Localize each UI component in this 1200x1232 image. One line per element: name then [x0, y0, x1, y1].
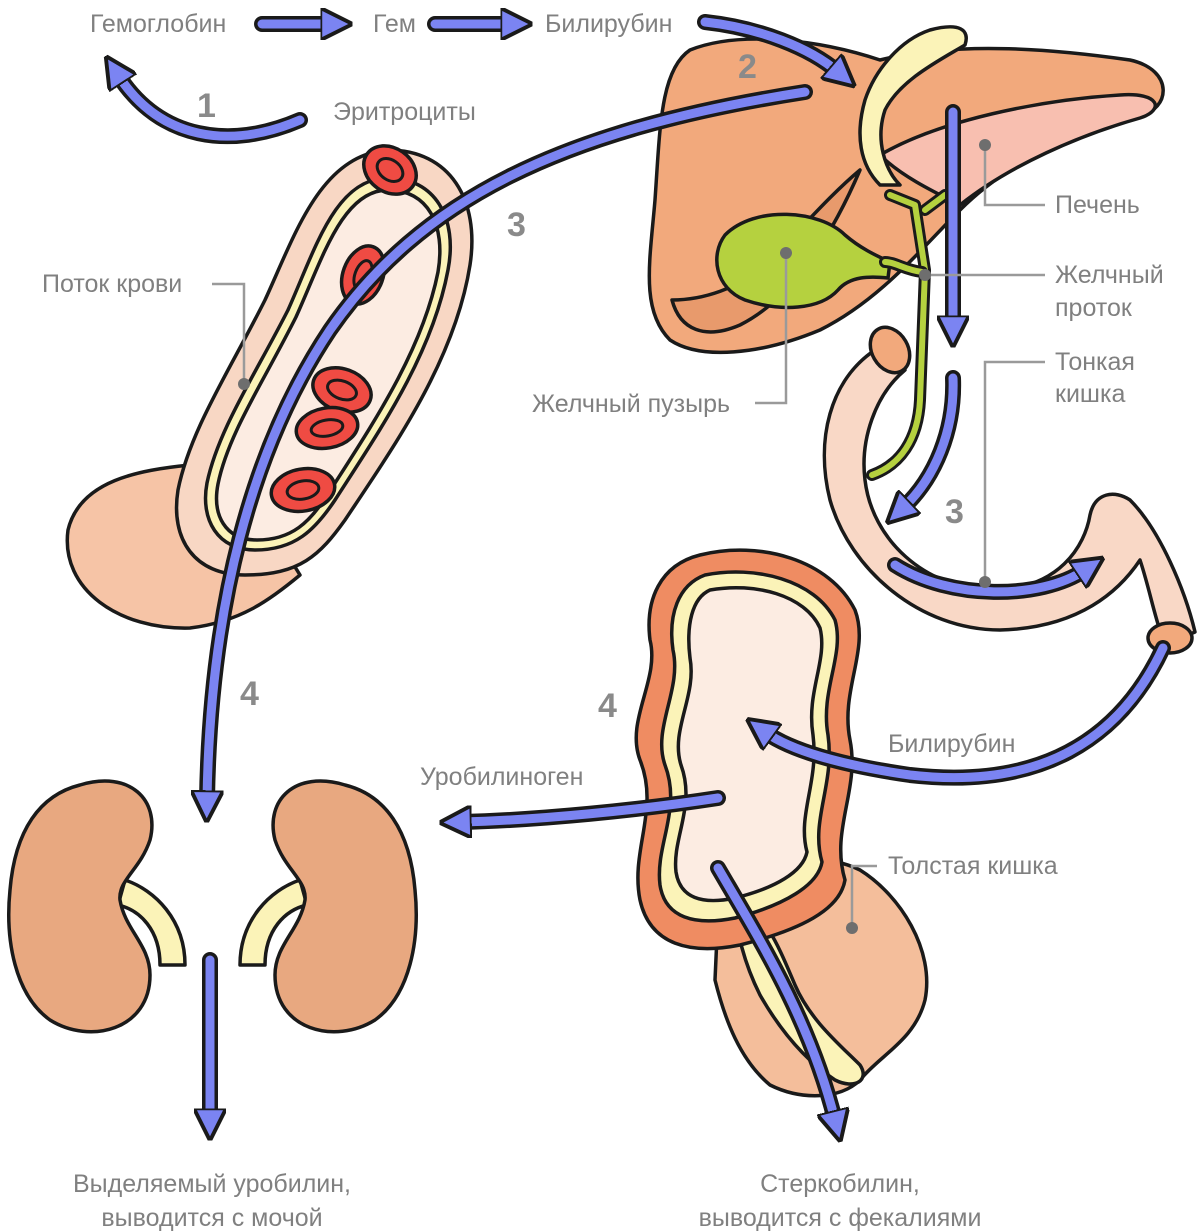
step-4-kidney: 4 [240, 675, 259, 713]
label-bilirubin-bottom: Билирубин [888, 730, 1015, 758]
arrow-urobilinogen [462, 790, 726, 822]
bile-duct [866, 189, 951, 481]
label-small-intestine-1: Тонкая [1055, 348, 1135, 376]
small-intestine [822, 325, 1197, 655]
step-2: 2 [738, 48, 757, 86]
large-intestine [634, 548, 929, 1098]
step-3-blood: 3 [507, 206, 526, 244]
gallbladder [715, 212, 892, 310]
step-4-colon: 4 [598, 687, 617, 725]
label-liver: Печень [1055, 191, 1140, 219]
arrow-into-intestine [903, 370, 962, 508]
label-bile-duct-2: проток [1055, 294, 1133, 322]
label-hemoglobin: Гемоглобин [90, 10, 226, 38]
label-stercobilin-1: Стеркобилин, [760, 1170, 920, 1198]
arrow-step-2 [697, 14, 838, 72]
leaders [212, 139, 1045, 934]
label-stercobilin-2: выводится с фекалиями [699, 1204, 982, 1232]
arrow-step-1 [118, 75, 308, 145]
label-erythrocytes: Эритроциты [333, 98, 476, 126]
label-gallbladder: Желчный пузырь [532, 390, 730, 418]
step-1: 1 [197, 87, 216, 125]
kidney-right [238, 779, 418, 1034]
erythrocyte [362, 144, 418, 196]
label-heme: Гем [373, 10, 416, 38]
label-blood-flow: Поток крови [42, 270, 182, 298]
label-urobilinogen: Уробилиноген [420, 763, 583, 791]
labels: Гемоглобин Гем Билирубин Эритроциты Пото… [42, 10, 1164, 1232]
erythrocyte [269, 466, 337, 514]
blood-vessel [65, 148, 474, 630]
arrow-along-intestine [887, 565, 1085, 600]
flow-arrows [118, 14, 1171, 1120]
step-3-intestine: 3 [945, 493, 964, 531]
kidney-left [7, 779, 187, 1034]
arrow-stercobilin [710, 860, 835, 1120]
erythrocyte [294, 405, 360, 451]
label-bilirubin-top: Билирубин [545, 10, 672, 38]
label-urobilin-2: выводится с мочой [101, 1204, 322, 1232]
label-small-intestine-2: кишка [1055, 380, 1125, 408]
step-numbers: 1 2 3 3 4 4 [197, 48, 964, 725]
label-urobilin-1: Выделяемый уробилин, [73, 1170, 351, 1198]
label-large-intestine: Толстая кишка [888, 852, 1058, 880]
label-bile-duct-1: Желчный [1055, 261, 1164, 289]
arrow-bilirubin-to-colon [765, 640, 1171, 786]
arrow-step-3-blood [207, 84, 813, 800]
